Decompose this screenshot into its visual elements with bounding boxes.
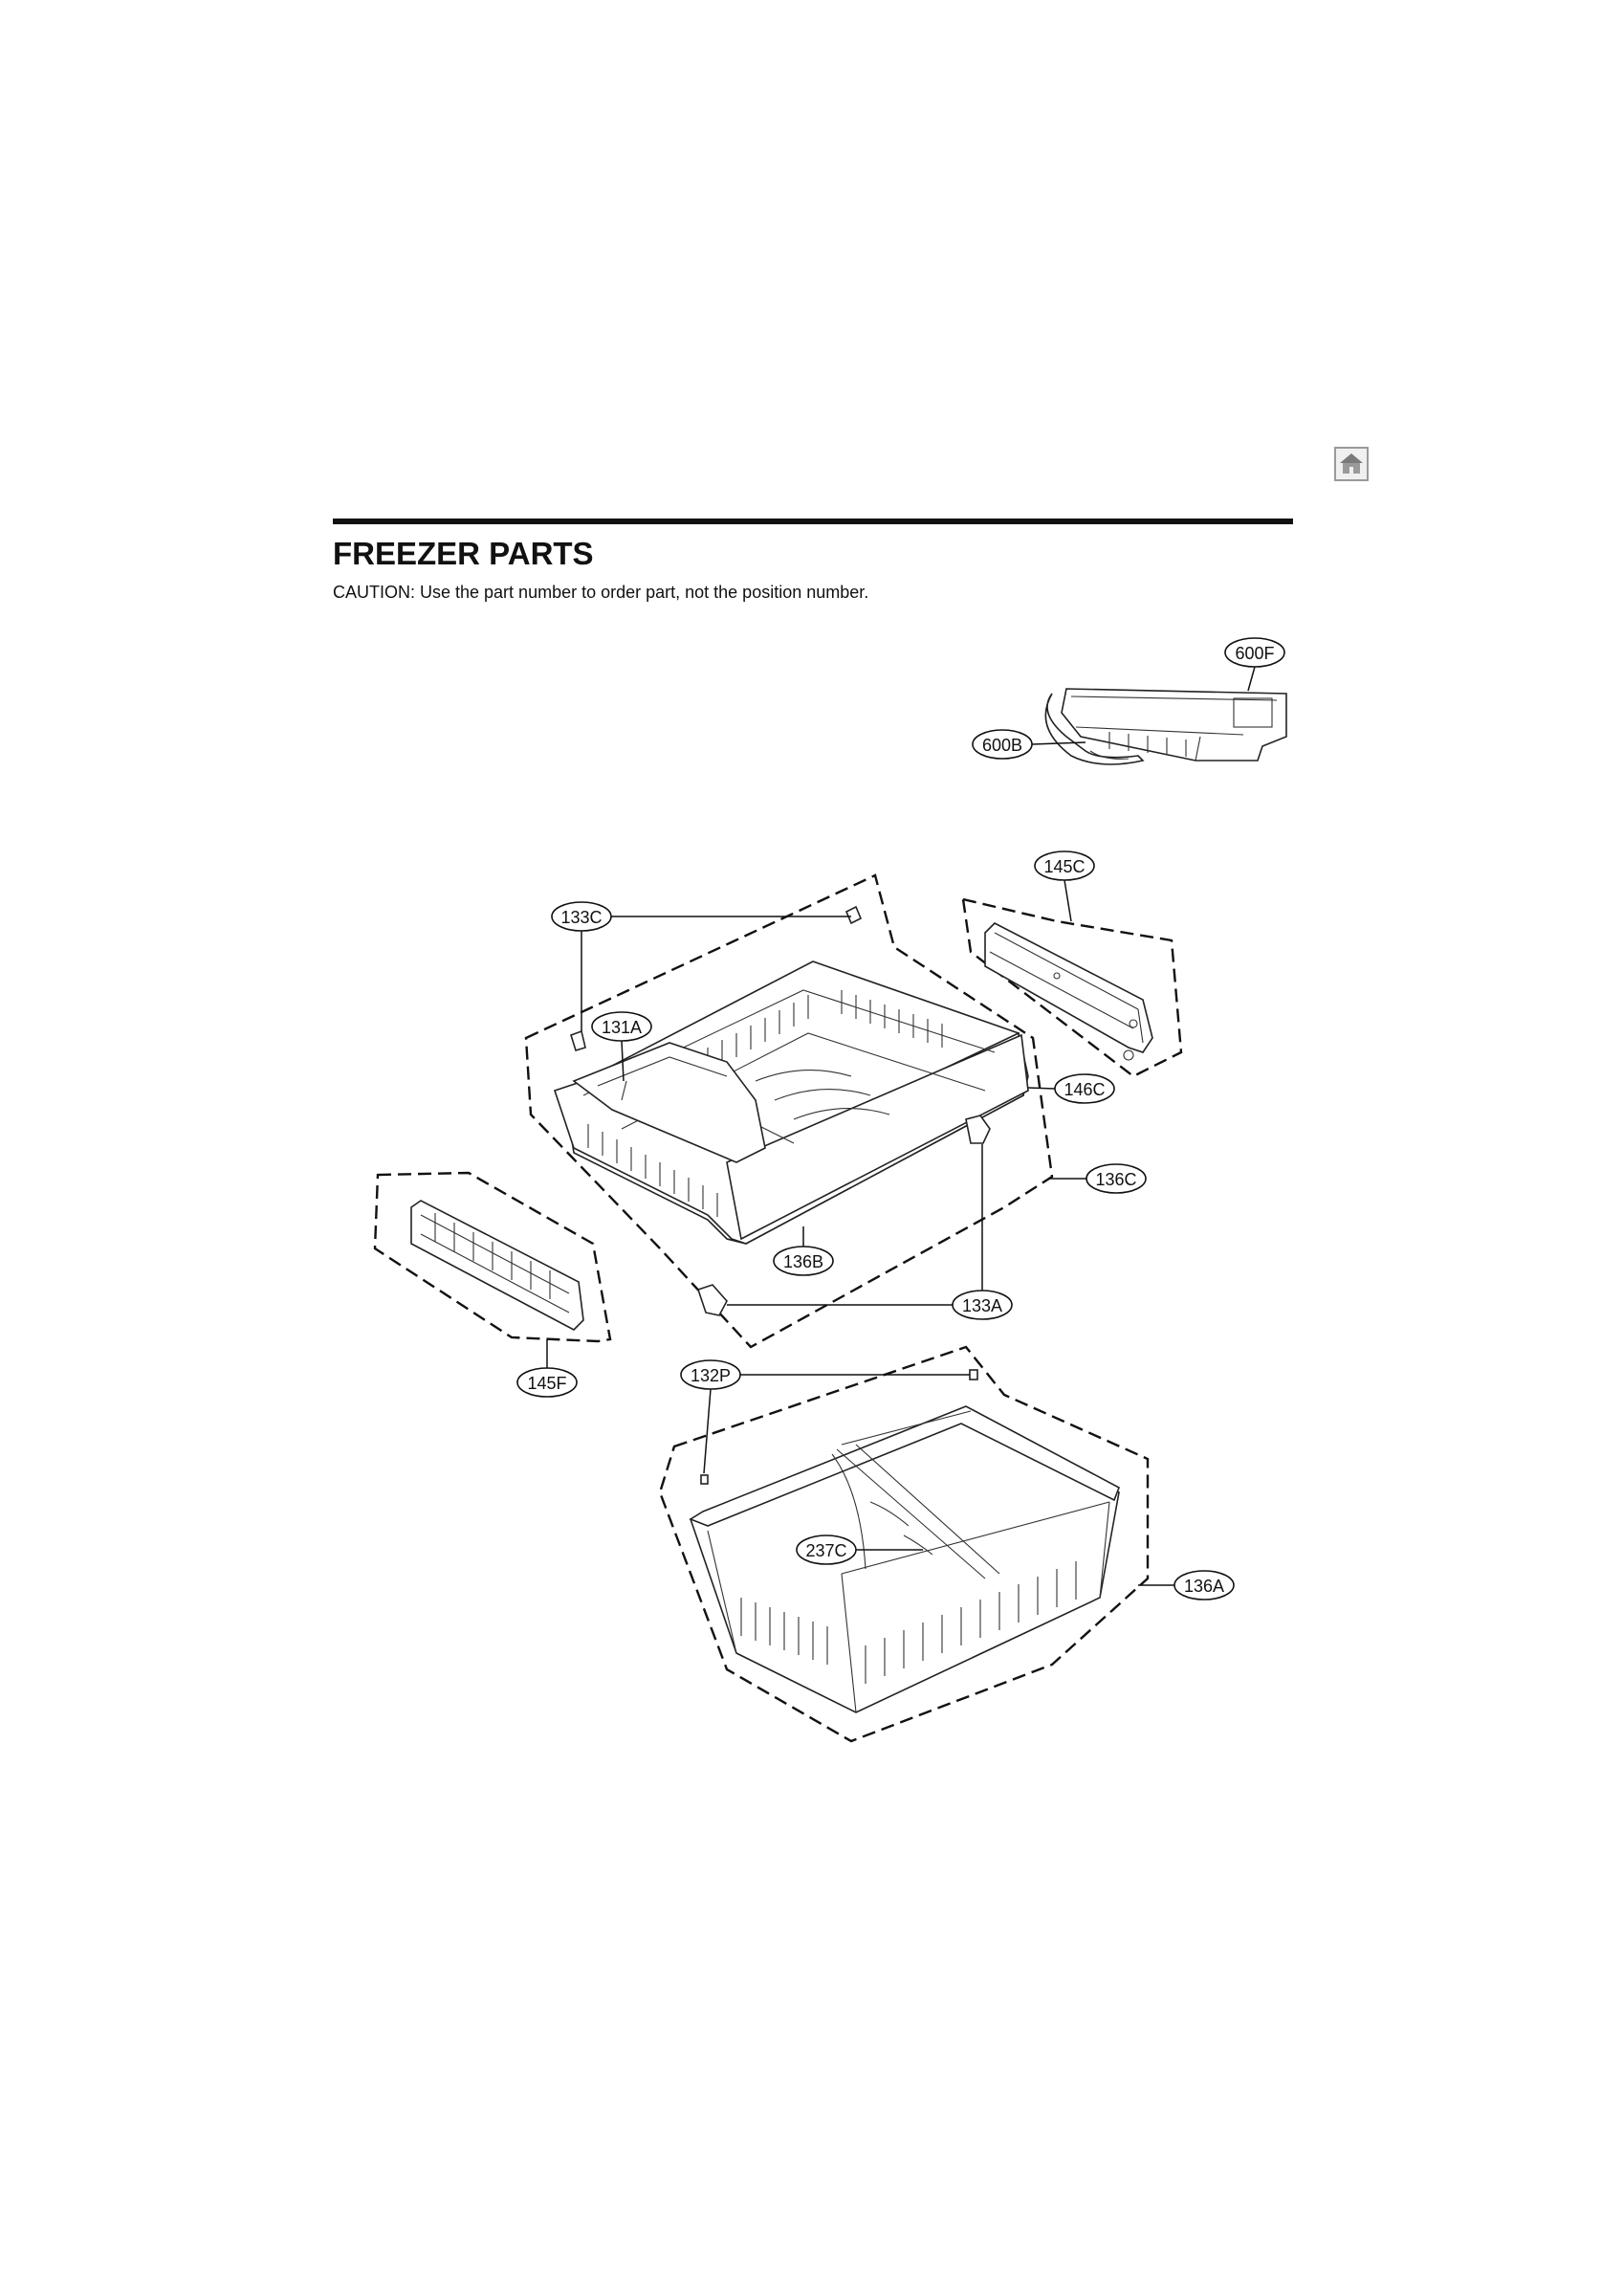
page-title: FREEZER PARTS [333, 536, 594, 571]
callout-132P [680, 1359, 741, 1390]
group-145C-outline [961, 897, 1183, 1078]
callout-237C [796, 1534, 857, 1565]
callout-146C [1054, 1073, 1115, 1104]
callout-600B-label: 600B [982, 736, 1022, 755]
group-145F-outline [373, 1171, 612, 1343]
callout-136A-label: 136A [1184, 1577, 1224, 1596]
basket-136A [689, 1405, 1121, 1713]
callout-146C-label: 146C [1064, 1080, 1105, 1099]
callout-145F-label: 145F [527, 1374, 566, 1393]
callout-145C [1034, 850, 1095, 881]
callout-136A [1173, 1570, 1235, 1601]
rail-145C [984, 922, 1153, 1061]
callout-136C-label: 136C [1095, 1170, 1136, 1189]
ice-maker-assembly [1044, 688, 1287, 765]
lower-basket-group-outline [658, 1345, 1150, 1743]
callout-136B-label: 136B [783, 1252, 823, 1271]
caution-note: CAUTION: Use the part number to order pa… [333, 583, 869, 602]
home-icon [1340, 453, 1363, 474]
callout-136C [1086, 1163, 1147, 1194]
callout-133C-label: 133C [560, 908, 602, 927]
callout-145C-label: 145C [1043, 857, 1085, 876]
callout-133A-label: 133A [962, 1296, 1002, 1315]
callout-133A [952, 1290, 1013, 1320]
stoppers [570, 905, 991, 1316]
callout-131A [591, 1011, 652, 1042]
callout-600F-label: 600F [1235, 644, 1274, 663]
home-button[interactable] [1334, 447, 1369, 481]
title-rule [333, 519, 1293, 524]
callout-136B [773, 1246, 834, 1276]
callout-145F [516, 1367, 578, 1398]
callout-131A-label: 131A [602, 1018, 642, 1037]
upper-drawer-group-outline [524, 873, 1054, 1349]
callout-237C-label: 237C [805, 1541, 846, 1560]
callout-132P-label: 132P [691, 1366, 731, 1385]
callout-600B [972, 729, 1033, 760]
callout-600F [1224, 637, 1285, 668]
bin-131A [572, 1042, 766, 1163]
divider-145F [410, 1200, 584, 1331]
callout-133C [551, 901, 612, 932]
